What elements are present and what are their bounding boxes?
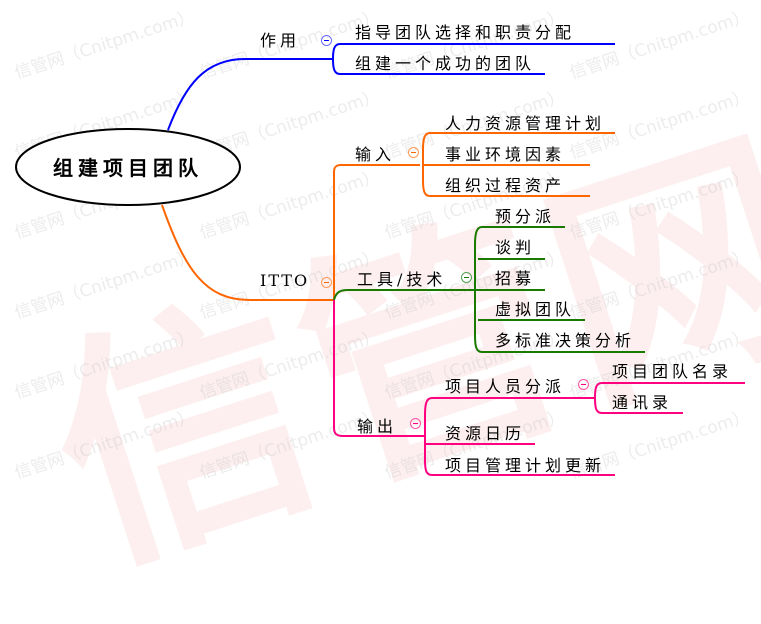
node-outputs[interactable]: 输出 [357,417,398,436]
node-input-1[interactable]: 人力资源管理计划 [445,114,606,133]
branch-tools [333,289,545,301]
root-node[interactable]: 组建项目团队 [53,156,203,180]
collapse-tools-icon[interactable] [461,272,472,283]
root-node-shape [15,128,241,206]
node-tools[interactable]: 工具/技术 [357,270,447,289]
node-purpose-1[interactable]: 指导团队选择和职责分配 [355,23,576,42]
collapse-itto-icon[interactable] [321,277,332,288]
node-assignment-1[interactable]: 项目团队名录 [612,362,733,381]
node-tool-3[interactable]: 招募 [495,269,536,288]
node-output-3[interactable]: 项目管理计划更新 [445,456,606,475]
branch-outputs [333,300,425,437]
collapse-purpose-icon[interactable] [321,35,332,46]
node-itto[interactable]: ITTO [260,271,310,290]
node-input-2[interactable]: 事业环境因素 [445,145,566,164]
mindmap-connectors [15,43,745,476]
node-tool-4[interactable]: 虚拟团队 [495,300,576,319]
node-tool-2[interactable]: 谈判 [495,238,536,257]
collapse-outputs-icon[interactable] [410,418,421,429]
node-input-3[interactable]: 组织过程资产 [445,176,566,195]
bracket-assignment [593,382,603,414]
node-tool-5[interactable]: 多标准决策分析 [495,331,636,350]
node-assignment-2[interactable]: 通讯录 [612,393,673,412]
node-tool-1[interactable]: 预分派 [495,207,556,226]
node-inputs[interactable]: 输入 [355,145,396,164]
node-output-1[interactable]: 项目人员分派 [445,377,566,396]
bracket-tools [474,226,483,353]
collapse-inputs-icon[interactable] [408,147,419,158]
bracket-purpose [331,43,341,75]
branch-purpose [167,58,333,131]
node-purpose[interactable]: 作用 [260,31,301,50]
bracket-outputs [424,397,433,476]
branch-itto [161,204,334,301]
node-purpose-2[interactable]: 组建一个成功的团队 [355,54,536,73]
collapse-assignment-icon[interactable] [578,379,589,390]
node-output-2[interactable]: 资源日历 [445,424,526,443]
branch-inputs [333,164,420,300]
